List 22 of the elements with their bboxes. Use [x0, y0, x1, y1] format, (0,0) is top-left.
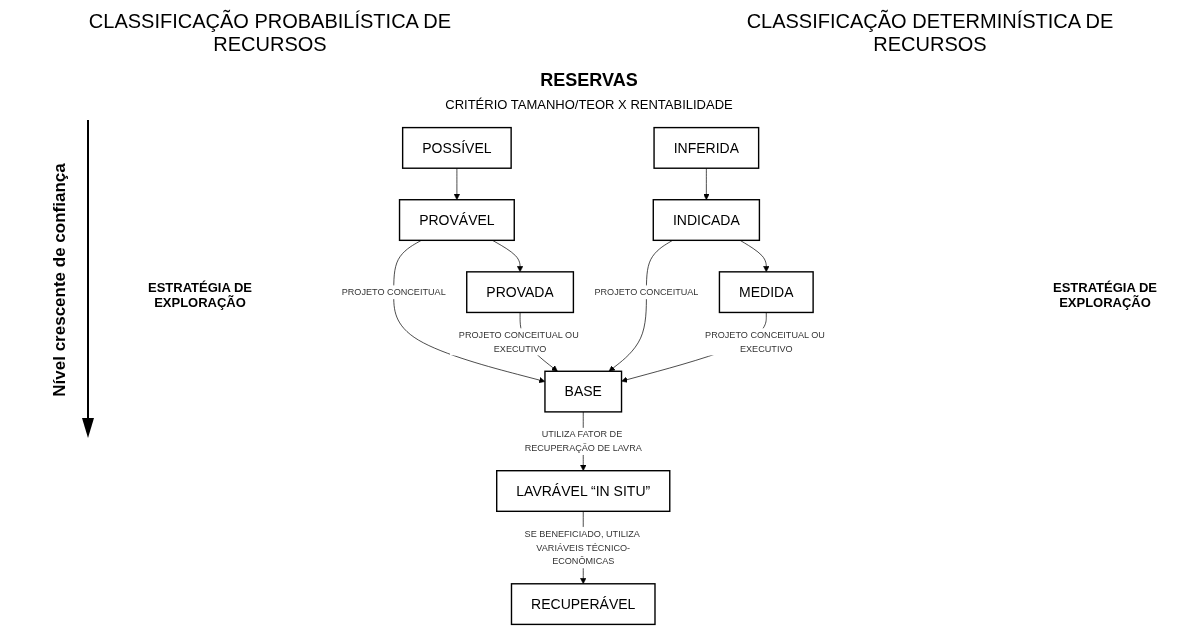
section-heading: RESERVAS	[539, 70, 639, 91]
node-box: INDICADA	[652, 199, 761, 242]
node-box: PROVÁVEL	[398, 199, 515, 242]
node-box: INFERIDA	[653, 126, 760, 169]
edge-label: PROJETO CONCEITUAL	[341, 286, 446, 298]
edge-label: PROJETO CONCEITUAL OU EXECUTIVO	[705, 329, 825, 354]
criterion-note: CRITÉRIO TAMANHO/TEOR X RENTABILIDADE	[444, 97, 734, 112]
column-heading: CLASSIFICAÇÃO DETERMINÍSTICA DE RECURSOS	[745, 10, 1115, 56]
column-heading: CLASSIFICAÇÃO PROBABILÍSTICA DE RECURSOS	[87, 10, 453, 56]
edge-label: PROJETO CONCEITUAL	[594, 286, 699, 298]
strategy-note: ESTRATÉGIA DE EXPLORAÇÃO	[147, 280, 253, 310]
node-box: PROVADA	[466, 271, 575, 314]
node-box: POSSÍVEL	[401, 126, 512, 169]
edge-label: UTILIZA FATOR DE RECUPERAÇÃO DE LAVRA	[524, 429, 642, 454]
node-box: RECUPERÁVEL	[510, 583, 656, 626]
edge-label: SE BENEFICIADO, UTILIZA VARIÁVEIS TÉCNICO-ECONÔMICAS	[524, 528, 640, 567]
node-box: BASE	[544, 370, 623, 413]
strategy-note: ESTRATÉGIA DE EXPLORAÇÃO	[1052, 280, 1158, 310]
node-box: MEDIDA	[718, 271, 814, 314]
axis-label: Nível crescente de confiança	[50, 162, 70, 399]
edge-label: PROJETO CONCEITUAL OU EXECUTIVO	[458, 329, 579, 354]
node-box: LAVRÁVEL “IN SITU”	[496, 470, 671, 512]
